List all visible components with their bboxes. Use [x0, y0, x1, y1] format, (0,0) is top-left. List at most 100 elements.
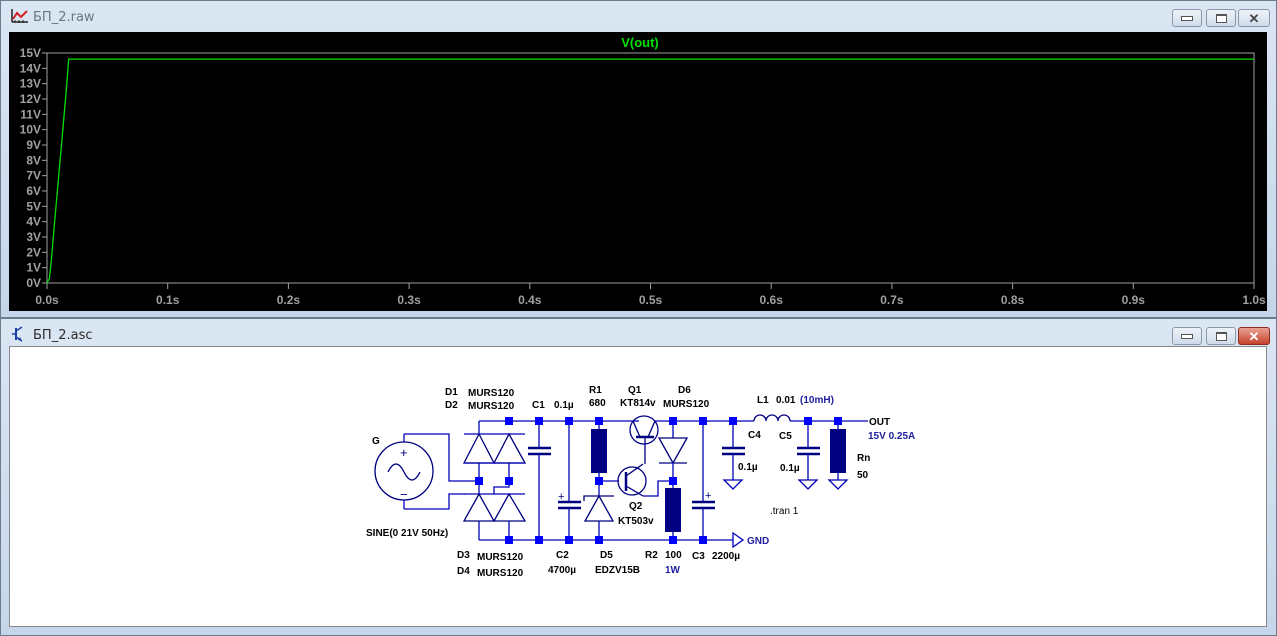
svg-text:+: +: [705, 490, 711, 502]
x-tick-label: 0.7s: [880, 293, 904, 307]
close-button[interactable]: ✕: [1238, 9, 1270, 27]
d6-ref[interactable]: D6: [678, 385, 691, 396]
x-tick-label: 0.0s: [35, 293, 59, 307]
close-icon: ✕: [1248, 10, 1260, 26]
c4-ref[interactable]: C4: [748, 430, 761, 441]
waveform-titlebar[interactable]: БП_2.raw ✕: [1, 1, 1276, 31]
close-button[interactable]: ✕: [1238, 327, 1270, 345]
y-tick-label: 4V: [26, 215, 41, 229]
maximize-button[interactable]: [1206, 327, 1236, 345]
d6-value[interactable]: MURS120: [663, 399, 710, 410]
d4-ref[interactable]: D4: [457, 566, 470, 577]
close-icon: ✕: [1248, 328, 1260, 344]
d1-ref[interactable]: D1: [445, 387, 458, 398]
out-note[interactable]: 15V 0.25A: [868, 431, 915, 442]
l1-note[interactable]: (10mH): [800, 395, 834, 406]
y-tick-label: 12V: [20, 92, 41, 106]
out-net-label[interactable]: OUT: [869, 417, 890, 428]
x-tick-label: 0.8s: [1001, 293, 1025, 307]
x-tick-label: 0.3s: [397, 293, 421, 307]
trace-label-vout[interactable]: V(out): [621, 35, 659, 50]
schematic-window-title: БП_2.asc: [33, 328, 93, 343]
y-tick-label: 7V: [26, 169, 41, 183]
r1-ref[interactable]: R1: [589, 385, 602, 396]
minimize-icon: [1181, 333, 1193, 339]
maximize-icon: [1215, 13, 1227, 23]
y-tick-label: 10V: [20, 123, 41, 137]
maximize-icon: [1215, 331, 1227, 341]
d2-model[interactable]: MURS120: [468, 401, 515, 412]
y-tick-label: 2V: [26, 245, 41, 259]
q1-ref[interactable]: Q1: [628, 385, 642, 396]
junction-dots: [475, 417, 842, 544]
d4-model[interactable]: MURS120: [477, 568, 524, 579]
q2-value[interactable]: KT503v: [618, 516, 654, 527]
svg-text:+: +: [400, 445, 408, 460]
gnd-net-label[interactable]: GND: [747, 536, 769, 547]
x-tick-label: 1.0s: [1242, 293, 1266, 307]
y-tick-label: 5V: [26, 199, 41, 213]
svg-text:−: −: [400, 487, 408, 502]
c2-ref[interactable]: C2: [556, 550, 569, 561]
y-tick-label: 3V: [26, 230, 41, 244]
r2-value[interactable]: 100: [665, 550, 682, 561]
d3-model[interactable]: MURS120: [477, 552, 524, 563]
d5-ref[interactable]: D5: [600, 550, 613, 561]
svg-text:+: +: [558, 491, 564, 503]
y-tick-label: 0V: [26, 276, 41, 290]
d1-model[interactable]: MURS120: [468, 388, 515, 399]
l1-ref[interactable]: L1: [757, 395, 769, 406]
c3-ref[interactable]: C3: [692, 551, 705, 562]
l1-value[interactable]: 0.01: [776, 395, 796, 406]
q2-ref[interactable]: Q2: [629, 501, 643, 512]
d3-ref[interactable]: D3: [457, 550, 470, 561]
r2-ref[interactable]: R2: [645, 550, 658, 561]
y-tick-label: 13V: [20, 77, 41, 91]
y-tick-label: 14V: [20, 61, 41, 75]
rn-value[interactable]: 50: [857, 470, 869, 481]
x-tick-label: 0.2s: [277, 293, 301, 307]
c5-ref[interactable]: C5: [779, 431, 792, 442]
y-tick-label: 11V: [20, 107, 41, 121]
waveform-icon: [11, 9, 28, 23]
schematic-window: БП_2.asc ✕ + −: [0, 318, 1277, 636]
y-tick-label: 8V: [26, 153, 41, 167]
c5-value[interactable]: 0.1µ: [780, 463, 800, 474]
y-tick-label: 6V: [26, 184, 41, 198]
c2-value[interactable]: 4700µ: [548, 565, 576, 576]
waveform-window-title: БП_2.raw: [33, 10, 95, 25]
minimize-icon: [1181, 15, 1193, 21]
x-tick-label: 0.9s: [1122, 293, 1146, 307]
x-tick-label: 0.5s: [639, 293, 663, 307]
schematic-drawing[interactable]: + −: [10, 347, 1266, 626]
x-tick-label: 0.4s: [518, 293, 542, 307]
source-ref[interactable]: G: [372, 436, 380, 447]
c1-ref[interactable]: C1: [532, 400, 545, 411]
source-value[interactable]: SINE(0 21V 50Hz): [366, 528, 448, 539]
maximize-button[interactable]: [1206, 9, 1236, 27]
minimize-button[interactable]: [1172, 327, 1202, 345]
rn-ref[interactable]: Rn: [857, 453, 870, 464]
d5-value[interactable]: EDZV15B: [595, 565, 640, 576]
y-tick-label: 1V: [26, 261, 41, 275]
r2-note[interactable]: 1W: [665, 565, 681, 576]
minimize-button[interactable]: [1172, 9, 1202, 27]
x-tick-label: 0.6s: [760, 293, 784, 307]
transistor-icon: [12, 326, 23, 342]
y-tick-label: 9V: [26, 138, 41, 152]
schematic-canvas[interactable]: + −: [9, 346, 1267, 627]
q1-value[interactable]: KT814v: [620, 398, 656, 409]
sine-source-g[interactable]: + −: [374, 434, 434, 509]
c1-value[interactable]: 0.1µ: [554, 400, 574, 411]
tran-directive[interactable]: .tran 1: [770, 506, 799, 517]
r1-value[interactable]: 680: [589, 398, 606, 409]
series-line-vout: [46, 58, 1254, 284]
c4-value[interactable]: 0.1µ: [738, 462, 758, 473]
c3-value[interactable]: 2200µ: [712, 551, 740, 562]
schematic-titlebar[interactable]: БП_2.asc ✕: [1, 319, 1276, 349]
d2-ref[interactable]: D2: [445, 400, 458, 411]
x-tick-label: 0.1s: [156, 293, 180, 307]
